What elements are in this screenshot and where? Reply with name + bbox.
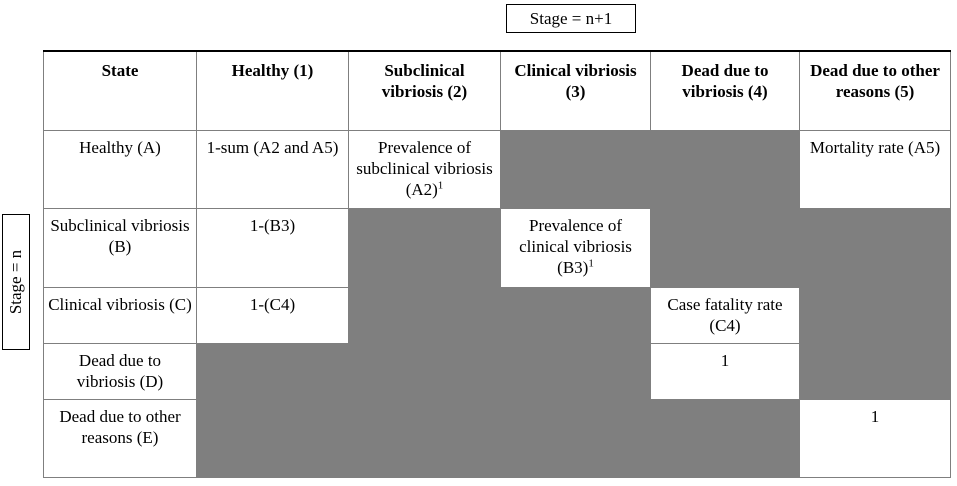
footnote-mark: 1 [437, 178, 444, 191]
row-state-label: Dead due to vibriosis (D) [43, 342, 197, 400]
header-clinical: Clinical vibriosis (3) [500, 50, 651, 131]
shaded-cell [650, 129, 800, 209]
table-cell: Prevalence of subclinical vibriosis (A2)… [348, 129, 501, 209]
header-dead-vibriosis: Dead due to vibriosis (4) [650, 50, 800, 131]
cell-text: Prevalence of subclinical vibriosis (A2) [356, 137, 493, 199]
header-state: State [43, 50, 197, 131]
row-state-label: Subclinical vibriosis (B) [43, 207, 197, 288]
row-healthy: Healthy (A) 1-sum (A2 and A5) Prevalence… [43, 129, 951, 209]
table-cell: Prevalence of clinical vibriosis (B3)1 [500, 207, 651, 288]
footnote-mark: 1 [588, 256, 594, 269]
shaded-cell [348, 342, 501, 400]
shaded-cell [500, 342, 651, 400]
table-cell: Mortality rate (A5) [799, 129, 951, 209]
table-cell: Case fatality rate (C4) [650, 286, 800, 344]
stage-current-text: Stage = n [6, 249, 26, 315]
row-dead-vibriosis: Dead due to vibriosis (D) 1 [43, 342, 951, 400]
table-cell: 1-(B3) [196, 207, 349, 288]
header-row: State Healthy (1) Subclinical vibriosis … [43, 50, 951, 131]
table-cell: 1-(C4) [196, 286, 349, 344]
shaded-cell [500, 398, 651, 478]
stage-current-label: Stage = n [2, 214, 30, 350]
stage-next-label: Stage = n+1 [506, 4, 636, 33]
shaded-cell [196, 342, 349, 400]
shaded-cell [799, 286, 951, 344]
shaded-cell [650, 398, 800, 478]
header-subclinical: Subclinical vibriosis (2) [348, 50, 501, 131]
row-state-label: Healthy (A) [43, 129, 197, 209]
shaded-cell [348, 207, 501, 288]
cell-text: Prevalence of clinical vibriosis (B3) [519, 215, 632, 277]
table-cell: 1-sum (A2 and A5) [196, 129, 349, 209]
shaded-cell [650, 207, 800, 288]
shaded-cell [799, 342, 951, 400]
row-subclinical: Subclinical vibriosis (B) 1-(B3) Prevale… [43, 207, 951, 288]
row-dead-other: Dead due to other reasons (E) 1 [43, 398, 951, 478]
shaded-cell [500, 129, 651, 209]
row-clinical: Clinical vibriosis (C) 1-(C4) Case fatal… [43, 286, 951, 344]
transition-matrix-table: State Healthy (1) Subclinical vibriosis … [43, 50, 951, 478]
row-state-label: Dead due to other reasons (E) [43, 398, 197, 478]
shaded-cell [348, 286, 501, 344]
shaded-cell [799, 207, 951, 288]
shaded-cell [196, 398, 349, 478]
header-dead-other: Dead due to other reasons (5) [799, 50, 951, 131]
shaded-cell [500, 286, 651, 344]
header-healthy: Healthy (1) [196, 50, 349, 131]
table-cell: 1 [799, 398, 951, 478]
table-cell: 1 [650, 342, 800, 400]
row-state-label: Clinical vibriosis (C) [43, 286, 197, 344]
shaded-cell [348, 398, 501, 478]
